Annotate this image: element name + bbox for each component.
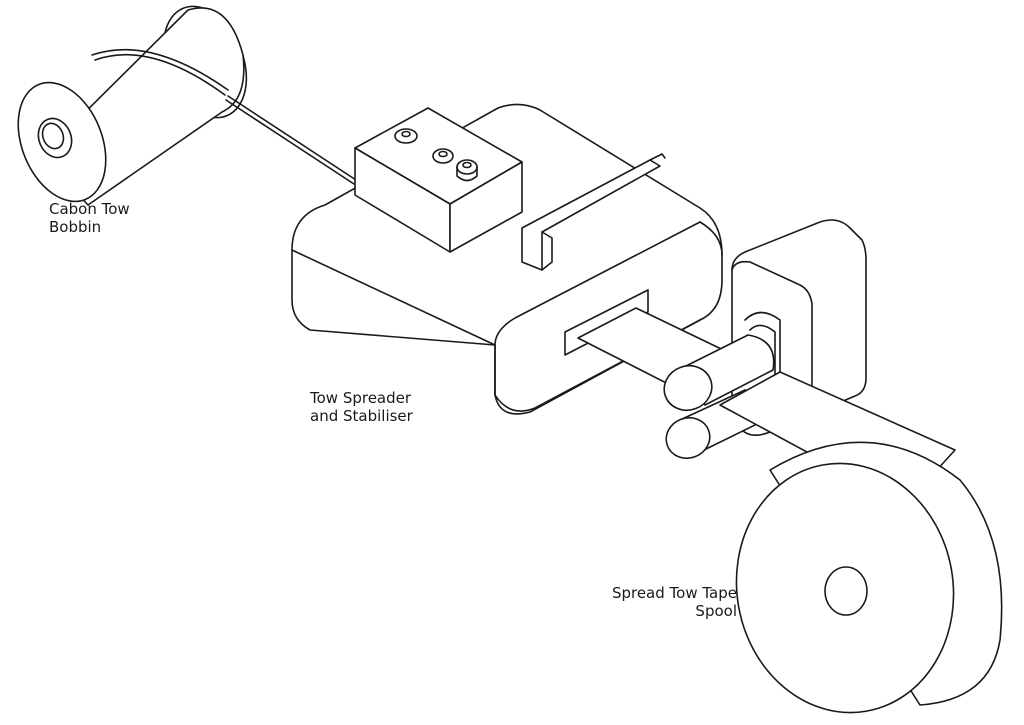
- label-spool-line1: Spread Tow Tape: [612, 584, 737, 602]
- tow-filament: [225, 95, 357, 185]
- spread-tow-tape-spool: [735, 441, 1003, 714]
- label-tow-spreader: Tow Spreader and Stabiliser: [309, 389, 414, 425]
- carbon-tow-bobbin: [17, 5, 248, 206]
- label-bobbin-line2: Bobbin: [49, 218, 101, 236]
- label-carbon-tow-bobbin: Cabon Tow Bobbin: [49, 200, 130, 236]
- label-bobbin-line1: Cabon Tow: [49, 200, 130, 218]
- label-spread-tow-tape-spool: Spread Tow Tape Spool: [612, 584, 737, 620]
- label-spool-line2: Spool: [695, 602, 737, 620]
- label-spreader-line2: and Stabiliser: [310, 407, 414, 425]
- label-spreader-line1: Tow Spreader: [309, 389, 412, 407]
